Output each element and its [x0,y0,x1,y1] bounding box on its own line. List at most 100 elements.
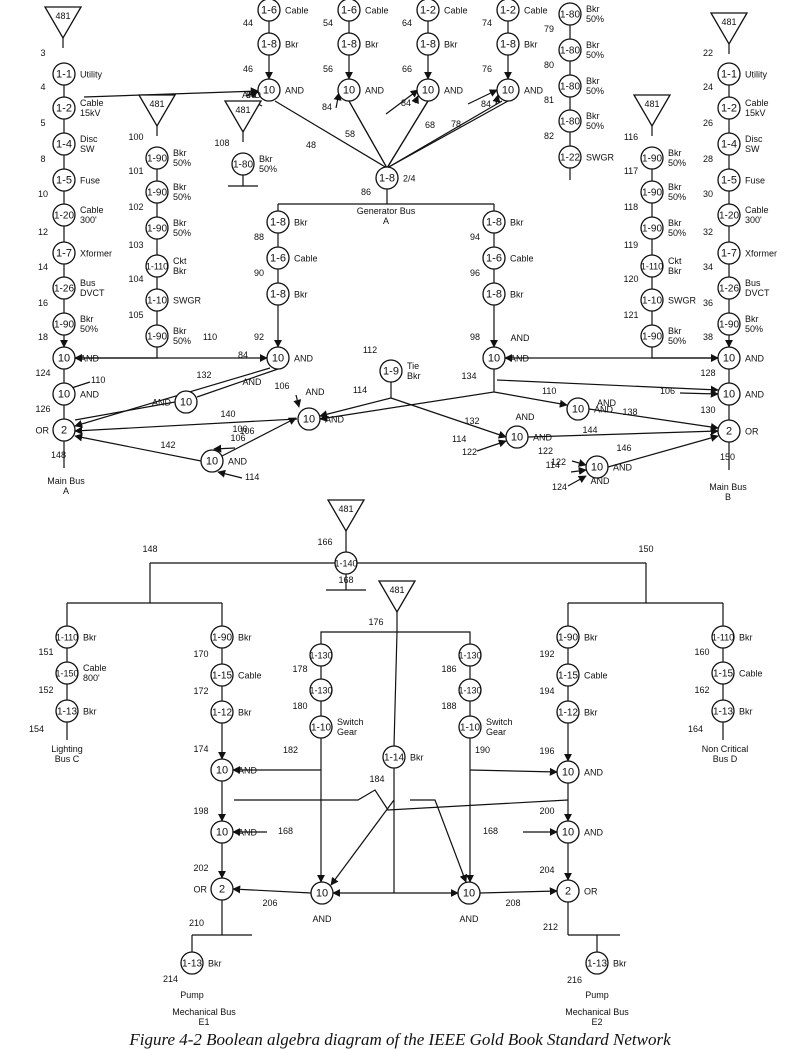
node-circle [52,346,76,370]
diagram-label: 68 [425,120,435,130]
node-number: 32 [703,227,713,237]
node-number: 166 [317,537,332,547]
node-circle [145,324,169,348]
node-code: 1-90 [54,320,74,331]
node-code: 1-1 [56,69,72,81]
diagram-label: 106 [232,424,247,434]
node-number: 170 [193,649,208,659]
source-label: 481 [644,99,659,109]
node-number: 56 [323,64,333,74]
node-number: 120 [623,274,638,284]
node-label: OR [194,885,208,895]
node-circle [231,152,255,176]
diagram-label: 208 [505,898,520,908]
node-label: AND [510,354,530,364]
diagram-label: 78 [451,119,461,129]
connector-line [74,401,176,421]
source-triangle: 481 [43,6,83,40]
source-triangle: 481 [632,94,672,128]
node-code: 1-14 [384,753,404,764]
node-circle [266,346,290,370]
node-code: 1-90 [642,332,662,343]
connector-line [232,885,312,894]
node-number: 30 [703,189,713,199]
node-code: 1-110 [641,262,663,272]
connector-line [411,95,419,105]
diagram-label: 212 [543,922,558,932]
node-code: 1-90 [147,188,167,199]
node-label: AND [80,354,100,364]
node-code: 1-15 [713,669,733,680]
source-label: 481 [235,105,250,115]
node-circle [145,180,169,204]
connector-line [393,631,398,747]
node-number: 82 [544,131,554,141]
node-code: 10 [488,353,500,365]
diagram-label: 140 [220,409,235,419]
node-number: 126 [35,404,50,414]
node-circle [55,699,79,723]
node-code: 1-15 [558,671,578,682]
node-number: 188 [441,701,456,711]
node-label: Bkr [238,633,252,643]
node-label: Cable [510,254,534,264]
diagram-label: 114 [452,434,466,444]
node-label: Bkr [83,633,97,643]
node-circle [145,146,169,170]
node-code: 10 [502,85,514,97]
node-circle [717,382,741,406]
node-code: 1-80 [560,117,580,128]
diagram-label: 146 [616,443,631,453]
node-number: 104 [128,274,143,284]
node-circle [556,625,580,649]
connector-line [479,887,558,896]
node-number: 12 [38,227,48,237]
node-circle [558,145,582,169]
connector-line [348,100,388,169]
source-label: 481 [721,17,736,27]
node-label: Cable [285,6,309,16]
node-circle [257,32,281,56]
node-number: 16 [38,298,48,308]
node-number: 108 [214,138,229,148]
node-circle [457,881,481,905]
node-code: 1-7 [56,248,72,260]
connector-line [330,799,395,886]
node-code: 10 [723,353,735,365]
node-number: 66 [402,64,412,74]
connector-line [274,100,388,169]
diagram-label: 106 [274,381,289,391]
diagram-label: AND [510,333,530,343]
node-label: OR [36,426,50,436]
node-label: Bkr [294,218,308,228]
connector-line [74,433,202,462]
node-number: 151 [38,647,53,657]
node-number: 174 [193,744,208,754]
node-code: 1-13 [182,959,202,970]
node-circle [585,455,609,479]
node-code: 1-8 [270,289,286,301]
node-number: 160 [694,647,709,657]
node-label: Xformer [80,249,112,259]
